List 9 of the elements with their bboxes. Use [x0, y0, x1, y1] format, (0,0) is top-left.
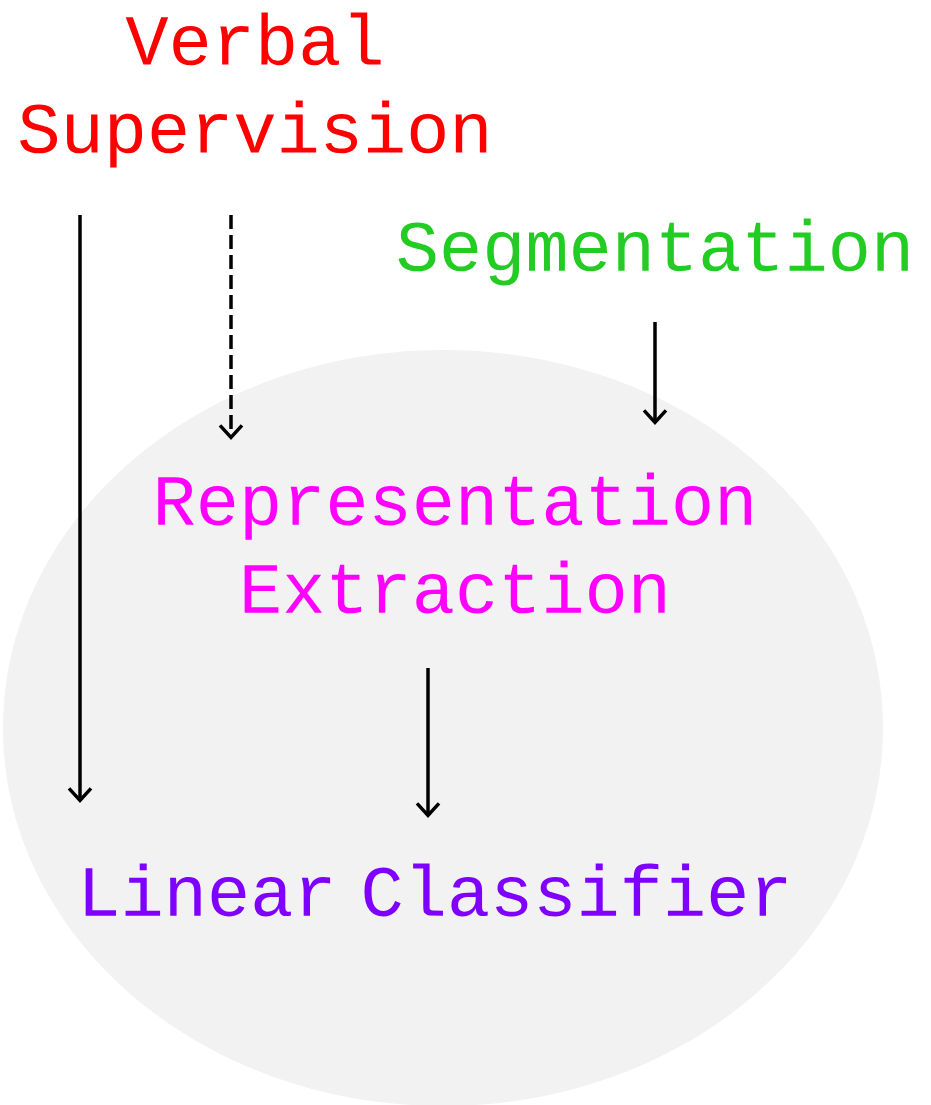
- arrow: [67, 215, 93, 803]
- label-text: Representation Extraction: [158, 472, 752, 614]
- label-text: Segmentation: [398, 218, 908, 286]
- label-text: Linear Classifier: [85, 863, 787, 917]
- label-text: Verbal Supervision: [20, 12, 487, 168]
- ellipse-background: [3, 350, 883, 1105]
- arrow: [642, 322, 668, 425]
- arrow: [218, 215, 244, 440]
- arrow: [415, 668, 441, 818]
